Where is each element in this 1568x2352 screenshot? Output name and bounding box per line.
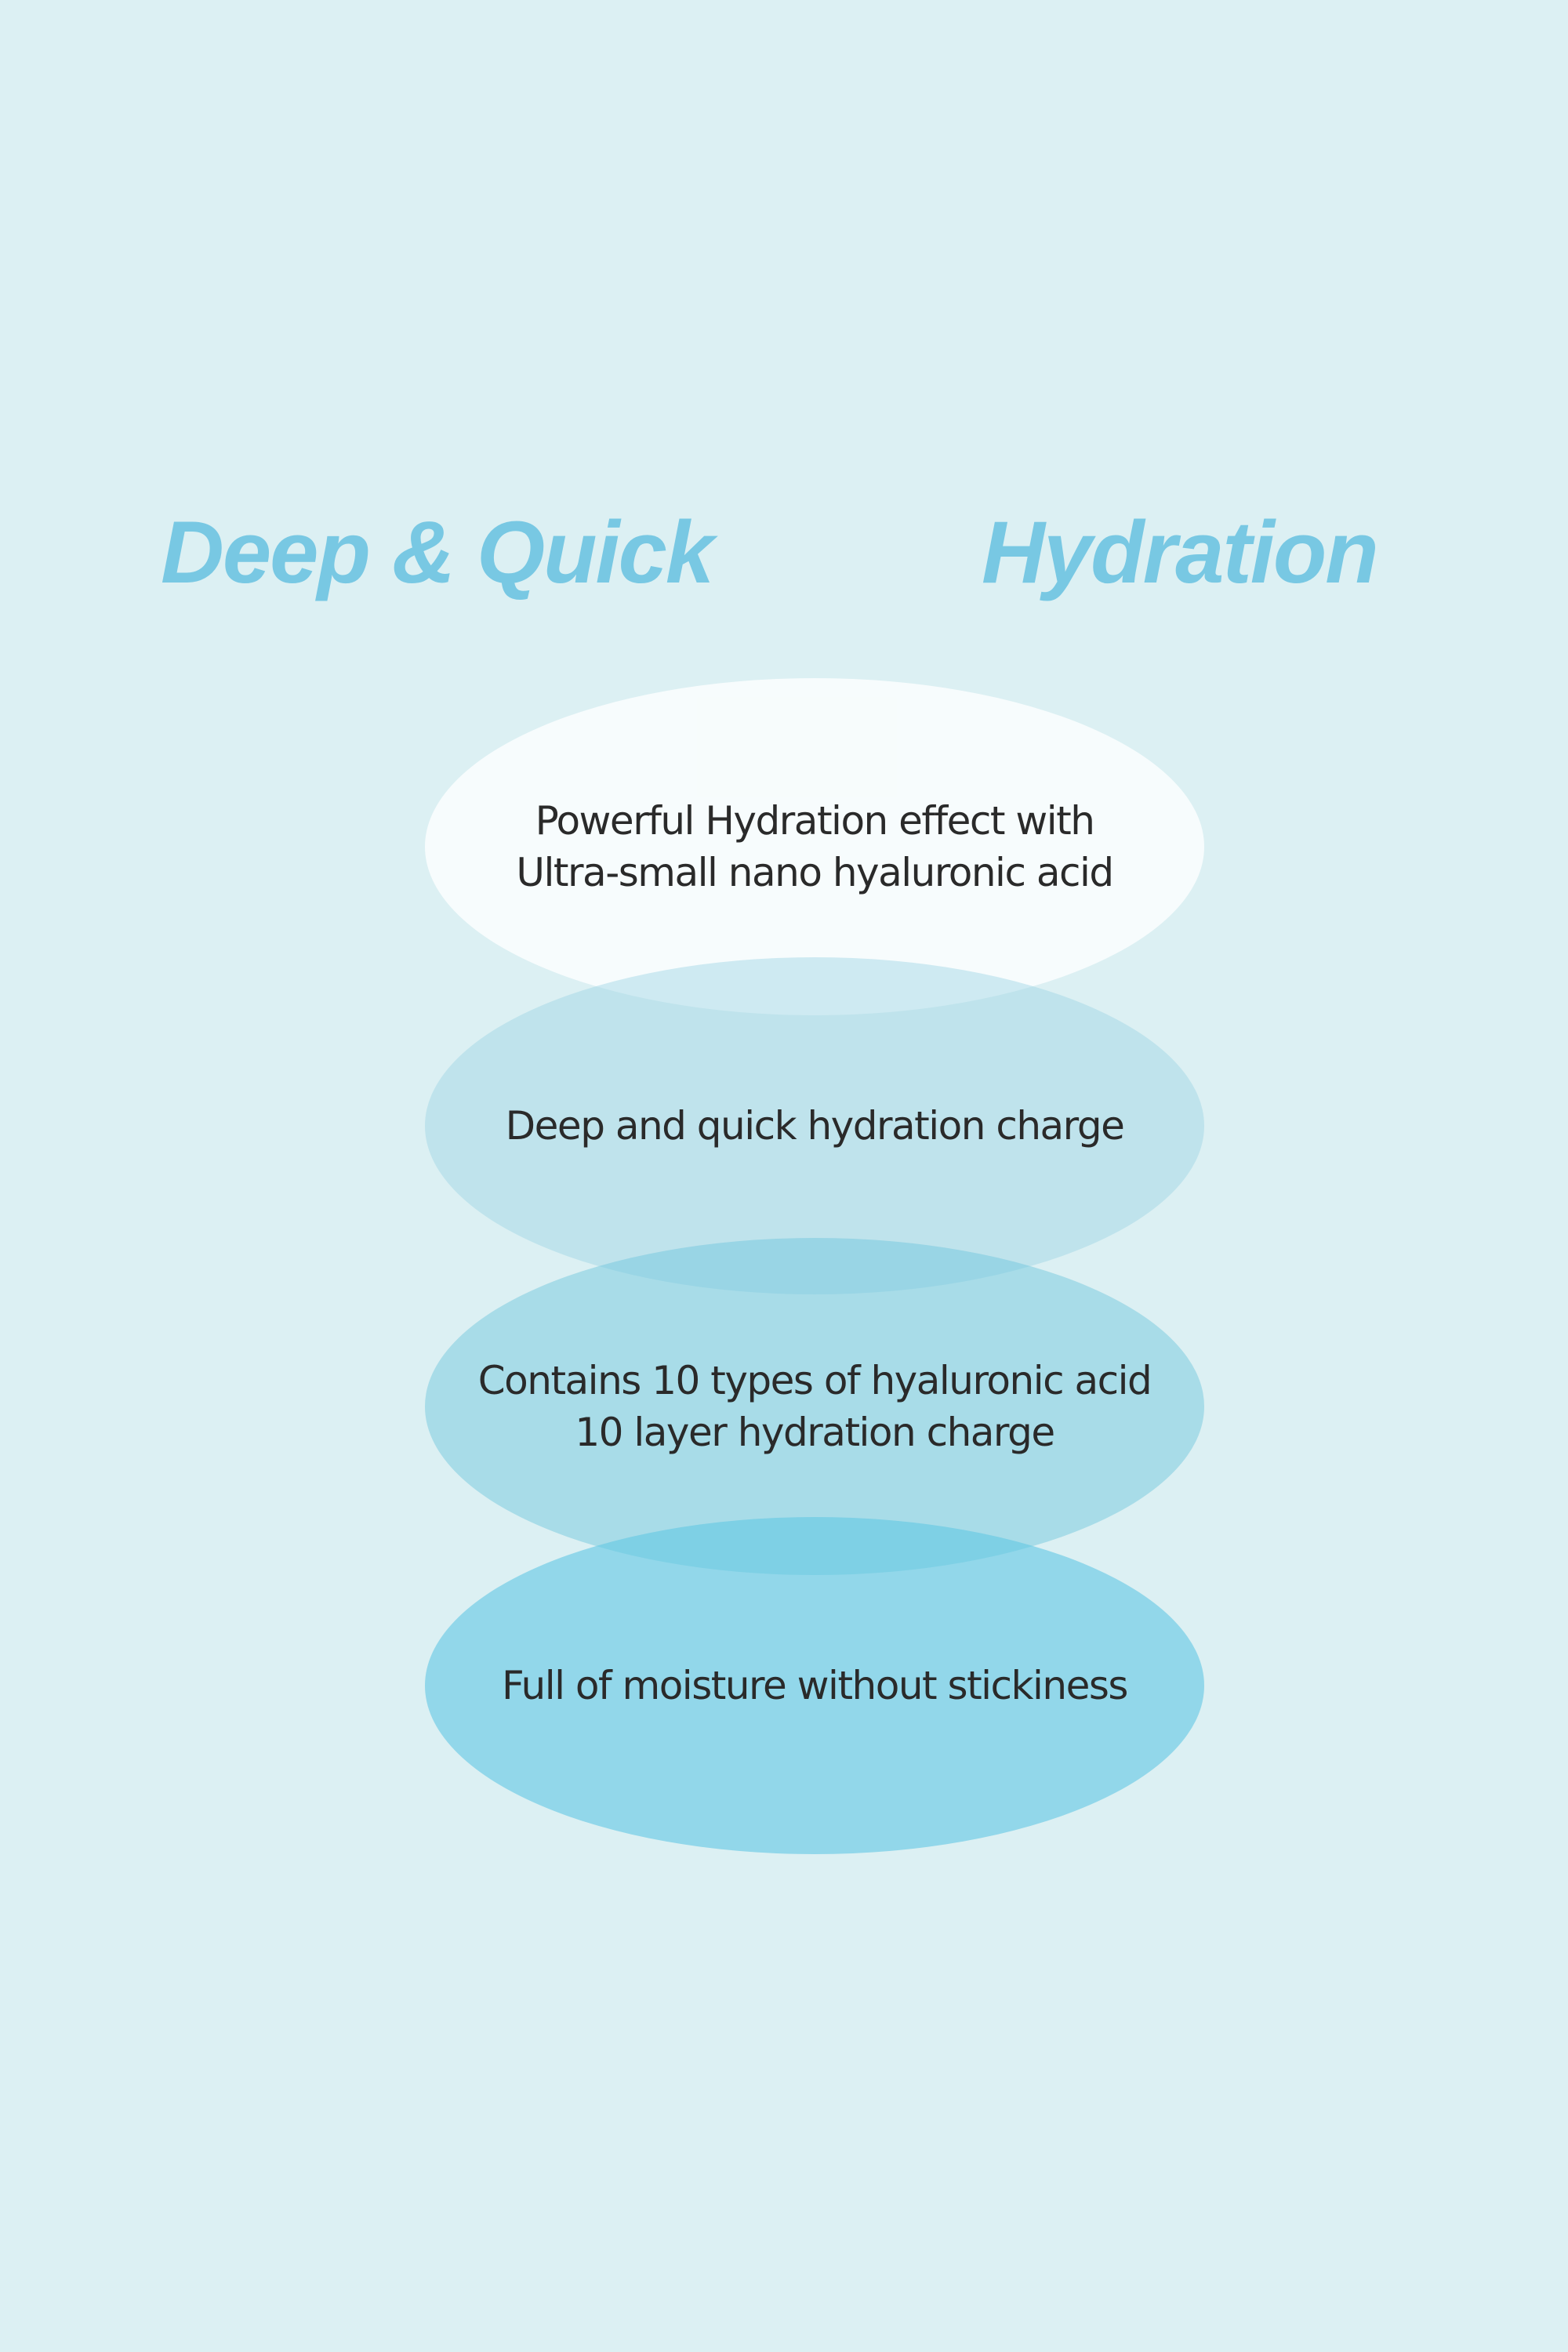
headline-hydration: Hydration	[982, 503, 1379, 601]
feature-text: Deep and quick hydration charge	[505, 1103, 1125, 1149]
feature-text: Powerful Hydration effect with	[535, 798, 1095, 844]
feature-text: Full of moisture without stickiness	[502, 1663, 1128, 1708]
headline-deep-quick: Deep & Quick	[161, 503, 714, 601]
feature-ellipse-2: Deep and quick hydration charge	[425, 957, 1204, 1294]
feature-text: Contains 10 types of hyaluronic acid	[477, 1358, 1152, 1403]
feature-ellipse-4: Full of moisture without stickiness	[425, 1517, 1204, 1854]
feature-text: Ultra-small nano hyaluronic acid	[516, 850, 1114, 895]
feature-ellipse-1: Powerful Hydration effect with Ultra-sma…	[425, 678, 1204, 1015]
feature-text: 10 layer hydration charge	[575, 1410, 1055, 1455]
